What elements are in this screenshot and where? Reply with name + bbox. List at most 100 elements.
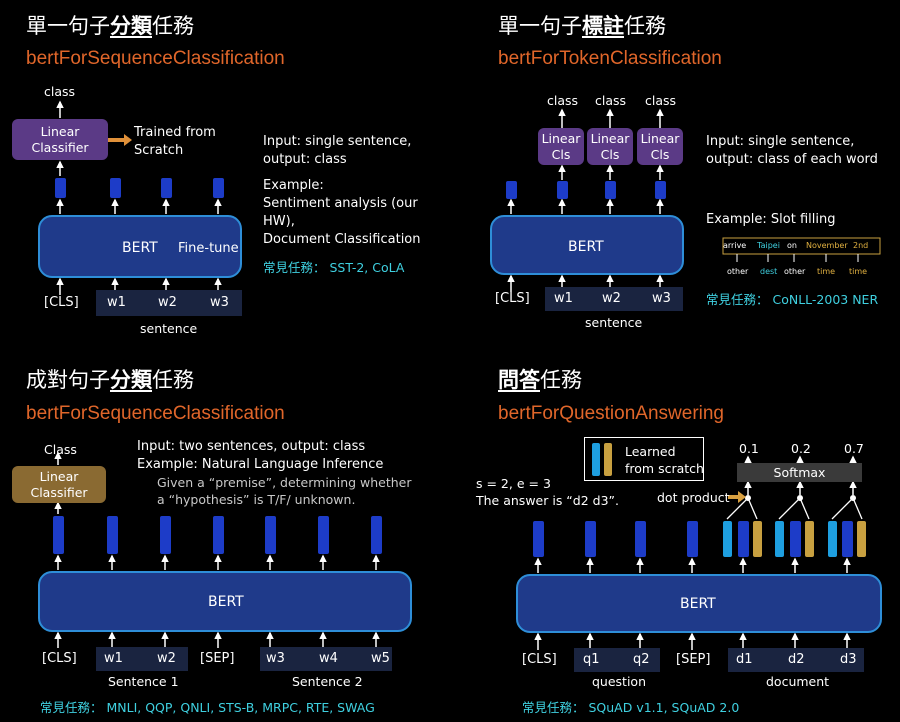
q3-class-label: Class bbox=[44, 442, 77, 457]
q3-bert-label: BERT bbox=[208, 594, 244, 610]
q2-slot-tag: other bbox=[727, 267, 749, 276]
q4-output-vector-d3 bbox=[842, 521, 853, 557]
q1-common-tasks: 常見任務： SST-2, CoLA bbox=[263, 260, 405, 275]
q2-example: Example: Slot filling bbox=[706, 212, 836, 227]
q4-bert-block bbox=[516, 574, 882, 633]
q2-subtitle: bertForTokenClassification bbox=[498, 48, 722, 69]
q3-token-cls: [CLS] bbox=[42, 651, 77, 666]
q2-class-label: class bbox=[645, 93, 677, 108]
q3-output-vector bbox=[371, 516, 382, 554]
q4-token-d3: d3 bbox=[840, 652, 857, 667]
q3-token: w1 bbox=[104, 651, 123, 666]
q4-output-vector-d2 bbox=[790, 521, 801, 557]
q1-token-w3: w3 bbox=[210, 295, 229, 310]
q3-token: w2 bbox=[157, 651, 176, 666]
q4-title-part-a: 問答 bbox=[498, 368, 540, 392]
q2-common-tasks: 常見任務： CoNLL-2003 NER bbox=[706, 292, 879, 307]
q2-slot-word: arrive bbox=[723, 241, 747, 250]
q3-sentence2-bar bbox=[260, 647, 392, 671]
q2-title-part-c: 任務 bbox=[624, 14, 666, 38]
q3-output-vector bbox=[265, 516, 276, 554]
q4-title: 問答任務 bbox=[498, 364, 582, 394]
q3-bert-block bbox=[38, 571, 412, 632]
q3-token-sep: [SEP] bbox=[200, 651, 235, 666]
q1-title-part-c: 任務 bbox=[152, 14, 194, 38]
q1-title-part-b: 分類 bbox=[110, 14, 152, 38]
q4-bert-label: BERT bbox=[680, 596, 716, 612]
q1-token-w1: w1 bbox=[107, 295, 126, 310]
q3-token: w4 bbox=[319, 651, 338, 666]
q3-output-vector-cls bbox=[53, 516, 64, 554]
q4-legend-vector-end bbox=[604, 443, 612, 476]
q4-prob: 0.2 bbox=[791, 441, 811, 456]
q2-token-w3: w3 bbox=[652, 291, 671, 306]
q3-output-vector bbox=[318, 516, 329, 554]
q1-bert-label: BERT bbox=[122, 240, 158, 256]
q4-output-vector-cls bbox=[533, 521, 544, 557]
q1-description: Input: single sentence, output: class bbox=[263, 134, 412, 167]
q2-slot-word: on bbox=[787, 241, 797, 250]
q2-title-part-a: 單一句子 bbox=[498, 14, 582, 38]
q3-token: w3 bbox=[266, 651, 285, 666]
q1-subtitle: bertForSequenceClassification bbox=[26, 48, 285, 69]
q1-token-w2: w2 bbox=[158, 295, 177, 310]
q1-trained-label: Trained from Scratch bbox=[134, 125, 216, 158]
q1-class-label: class bbox=[44, 84, 76, 99]
q2-output-vector-cls bbox=[506, 181, 517, 199]
q4-title-part-c: 任務 bbox=[540, 368, 582, 392]
q4-token-q2: q2 bbox=[633, 652, 650, 667]
q1-finetune-label: Fine-tune bbox=[178, 241, 239, 256]
q4-prob: 0.1 bbox=[739, 441, 759, 456]
q3-subtitle: bertForSequenceClassification bbox=[26, 403, 285, 424]
q2-output-vector bbox=[557, 181, 568, 199]
q2-token-w2: w2 bbox=[602, 291, 621, 306]
q2-description: Input: single sentence, output: class of… bbox=[706, 134, 878, 167]
q4-output-vector bbox=[635, 521, 646, 557]
q4-start-vector bbox=[775, 521, 784, 557]
q3-linear-classifier: Linear Classifier bbox=[12, 466, 106, 503]
q2-class-label: class bbox=[547, 93, 579, 108]
q1-title: 單一句子分類任務 bbox=[26, 10, 194, 40]
q3-sentence2-label: Sentence 2 bbox=[292, 674, 363, 689]
q4-se-label: s = 2, e = 3 bbox=[476, 476, 551, 491]
q4-token-q1: q1 bbox=[583, 652, 600, 667]
q4-end-vector bbox=[857, 521, 866, 557]
q4-start-vector bbox=[723, 521, 732, 557]
q1-bert-block bbox=[38, 215, 242, 278]
q4-token-d2: d2 bbox=[788, 652, 805, 667]
q3-output-vector bbox=[107, 516, 118, 554]
q3-output-vector bbox=[160, 516, 171, 554]
q2-sentence-label: sentence bbox=[585, 315, 643, 330]
q1-title-part-a: 單一句子 bbox=[26, 14, 110, 38]
q2-bert-block bbox=[490, 215, 684, 275]
q1-example: Example: Sentiment analysis (our HW), Do… bbox=[263, 178, 421, 247]
q2-class-label: class bbox=[595, 93, 627, 108]
q4-legend-vector-start bbox=[592, 443, 600, 476]
q4-common-tasks: 常見任務： SQuAD v1.1, SQuAD 2.0 bbox=[522, 700, 740, 715]
q3-sentence1-bar bbox=[96, 647, 188, 671]
q4-output-vector-sep bbox=[687, 521, 698, 557]
q4-token-sep: [SEP] bbox=[676, 652, 711, 667]
q4-prob: 0.7 bbox=[844, 441, 864, 456]
q4-end-vector bbox=[753, 521, 762, 557]
q2-token-w1: w1 bbox=[554, 291, 573, 306]
q3-title-part-c: 任務 bbox=[152, 368, 194, 392]
q2-title-part-b: 標註 bbox=[582, 14, 624, 38]
q2-token-cls: [CLS] bbox=[495, 291, 530, 306]
q2-slot-tag: time bbox=[817, 267, 836, 276]
q1-output-vector bbox=[213, 178, 224, 198]
q3-title: 成對句子分類任務 bbox=[26, 364, 194, 394]
q2-sentence-bar bbox=[545, 287, 683, 311]
q2-slot-tag: other bbox=[784, 267, 806, 276]
q1-sentence-bar bbox=[96, 290, 242, 316]
q2-linear-cls: Linear Cls bbox=[587, 128, 633, 165]
q4-document-label: document bbox=[766, 674, 830, 689]
q4-end-vector bbox=[805, 521, 814, 557]
q4-token-cls: [CLS] bbox=[522, 652, 557, 667]
q2-output-vector bbox=[605, 181, 616, 199]
q4-start-vector bbox=[828, 521, 837, 557]
q2-slot-tag: dest bbox=[760, 267, 778, 276]
q2-title: 單一句子標註任務 bbox=[498, 10, 666, 40]
q4-question-bar bbox=[574, 648, 660, 672]
q4-output-vector-d1 bbox=[738, 521, 749, 557]
